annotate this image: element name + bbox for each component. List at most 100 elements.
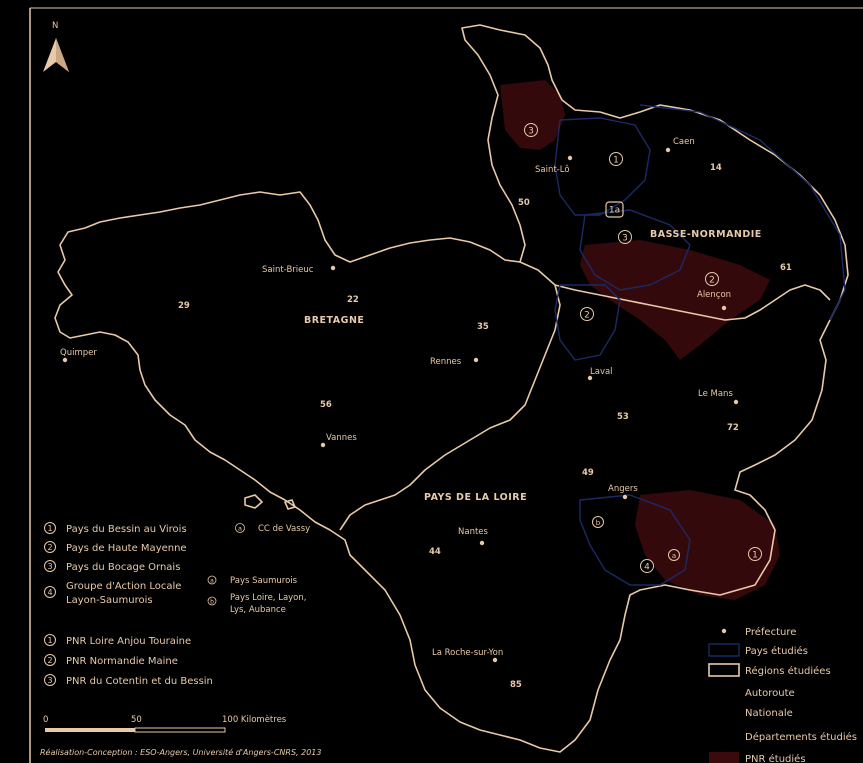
svg-text:3: 3 xyxy=(47,562,52,571)
island-2 xyxy=(284,499,296,510)
boundary-bretagne-pdl xyxy=(339,261,561,531)
regions-etudiees-outline xyxy=(639,104,846,321)
svg-text:1: 1 xyxy=(752,551,758,561)
legend-pays-etudies: Pays étudiés xyxy=(708,643,808,657)
svg-text:PNR du Cotentin et du Bessin: PNR du Cotentin et du Bessin xyxy=(66,676,213,687)
svg-text:4: 4 xyxy=(644,563,650,573)
dept-22: 22 xyxy=(347,295,359,305)
svg-text:Groupe d'Action Locale: Groupe d'Action Locale xyxy=(66,581,181,592)
legend-pays: 1 Pays du Bessin au Virois a CC de Vassy… xyxy=(44,522,310,615)
svg-text:2: 2 xyxy=(584,311,590,321)
legend-pays-swatch xyxy=(708,643,740,657)
dot-laval xyxy=(587,375,593,381)
svg-text:1: 1 xyxy=(613,156,619,166)
marker-pays-2: 2 xyxy=(580,307,594,321)
city-la-roche: La Roche-sur-Yon xyxy=(432,648,503,658)
marker-pays-3: 3 xyxy=(618,230,632,244)
city-alencon: Alençon xyxy=(697,290,731,300)
svg-text:1a: 1a xyxy=(609,206,620,216)
dot-alencon xyxy=(721,305,727,311)
dot-rennes xyxy=(473,357,479,363)
legend-regions-etudiees: Régions étudiées xyxy=(708,663,831,677)
legend-pnr-2: 2 PNR Normandie Maine xyxy=(44,654,178,667)
marker-pnr-1: 1 xyxy=(748,547,762,561)
legend-departements: Départements étudiés xyxy=(745,731,857,743)
credit-text: Réalisation-Conception : ESO-Angers, Uni… xyxy=(40,747,321,757)
svg-text:2: 2 xyxy=(709,276,715,286)
svg-text:Lys, Aubance: Lys, Aubance xyxy=(230,605,286,615)
dot-quimper xyxy=(62,357,68,363)
dot-angers xyxy=(622,494,628,500)
dept-14: 14 xyxy=(710,163,722,173)
scale-zero: 0 xyxy=(43,715,48,725)
boundary-bn-pdl xyxy=(554,284,831,321)
pays-outlines xyxy=(554,104,846,586)
city-caen: Caen xyxy=(673,137,695,147)
city-saint-brieuc: Saint-Brieuc xyxy=(262,265,314,275)
svg-text:PNR Loire Anjou Touraine: PNR Loire Anjou Touraine xyxy=(66,636,191,647)
map-markers: 3 1 1a 3 2 2 b a xyxy=(524,123,762,573)
marker-cc-vassy: 1a xyxy=(605,201,624,218)
pnr-areas xyxy=(500,80,780,600)
svg-text:4: 4 xyxy=(47,588,52,597)
city-rennes: Rennes xyxy=(430,357,462,367)
pnr-normandie-maine xyxy=(580,240,770,360)
svg-text:b: b xyxy=(210,599,214,606)
region-pays-de-la-loire: PAYS DE LA LOIRE xyxy=(424,492,527,503)
dot-saint-brieuc xyxy=(330,265,336,271)
north-arrow-icon xyxy=(43,38,69,72)
legend-pays-3: 3 Pays du Bocage Ornais xyxy=(44,560,180,573)
svg-text:1: 1 xyxy=(47,524,52,533)
dept-85: 85 xyxy=(510,680,522,690)
legend-prefecture: Préfecture xyxy=(721,626,796,638)
dept-50: 50 xyxy=(518,198,530,208)
dept-56: 56 xyxy=(320,400,332,410)
city-angers: Angers xyxy=(608,484,638,494)
pays-bocage-ornais xyxy=(579,209,691,291)
svg-text:Pays Saumurois: Pays Saumurois xyxy=(230,576,298,586)
marker-pays-1: 1 xyxy=(609,152,623,166)
svg-text:Pays du Bocage Ornais: Pays du Bocage Ornais xyxy=(66,562,180,573)
svg-text:PNR étudiés: PNR étudiés xyxy=(745,753,806,763)
pays-gal-layon-saumurois xyxy=(579,494,691,586)
legend-pnr-3: 3 PNR du Cotentin et du Bessin xyxy=(44,674,213,687)
pnr-loire-anjou-touraine xyxy=(635,490,780,600)
dept-35: 35 xyxy=(477,322,489,332)
island-1 xyxy=(244,494,263,509)
svg-text:2: 2 xyxy=(47,656,52,665)
svg-text:3: 3 xyxy=(47,676,52,685)
svg-text:Layon-Saumurois: Layon-Saumurois xyxy=(66,595,153,606)
svg-text:a: a xyxy=(210,578,214,585)
dept-72: 72 xyxy=(727,423,739,433)
svg-text:a: a xyxy=(238,525,242,533)
legend-nationale: Nationale xyxy=(745,708,793,719)
legend-pnr: 1 PNR Loire Anjou Touraine 2 PNR Normand… xyxy=(44,634,213,687)
marker-pnr-2: 2 xyxy=(705,272,719,286)
svg-text:3: 3 xyxy=(528,127,534,137)
svg-text:CC de Vassy: CC de Vassy xyxy=(258,524,310,534)
pnr-cotentin-bessin xyxy=(500,80,565,150)
legend-pnr-etudies: PNR étudiés xyxy=(709,752,806,763)
marker-pays-4: 4 xyxy=(640,559,654,573)
legend-prefecture-dot xyxy=(721,628,727,634)
scale-bar: 0 50 100 Kilomètres xyxy=(43,714,287,733)
svg-text:Pays du Bessin au Virois: Pays du Bessin au Virois xyxy=(66,524,187,535)
svg-text:Régions étudiées: Régions étudiées xyxy=(745,665,831,677)
pays-haute-mayenne xyxy=(554,284,621,361)
svg-text:a: a xyxy=(672,552,676,560)
dot-le-mans xyxy=(733,399,739,405)
dept-49: 49 xyxy=(582,468,594,478)
dot-vannes xyxy=(320,442,326,448)
scale-fifty: 50 xyxy=(131,715,142,725)
marker-pnr-3: 3 xyxy=(524,123,538,137)
svg-text:b: b xyxy=(596,519,601,527)
city-quimper: Quimper xyxy=(60,348,97,358)
legend-pnr-swatch xyxy=(709,752,739,763)
marker-pays-a: a xyxy=(668,549,680,561)
legend-pnr-1: 1 PNR Loire Anjou Touraine xyxy=(44,634,191,647)
dept-53: 53 xyxy=(617,412,629,422)
svg-text:Pays étudiés: Pays étudiés xyxy=(745,645,808,657)
svg-text:1: 1 xyxy=(47,636,52,645)
region-basse-normandie: BASSE-NORMANDIE xyxy=(650,229,762,240)
